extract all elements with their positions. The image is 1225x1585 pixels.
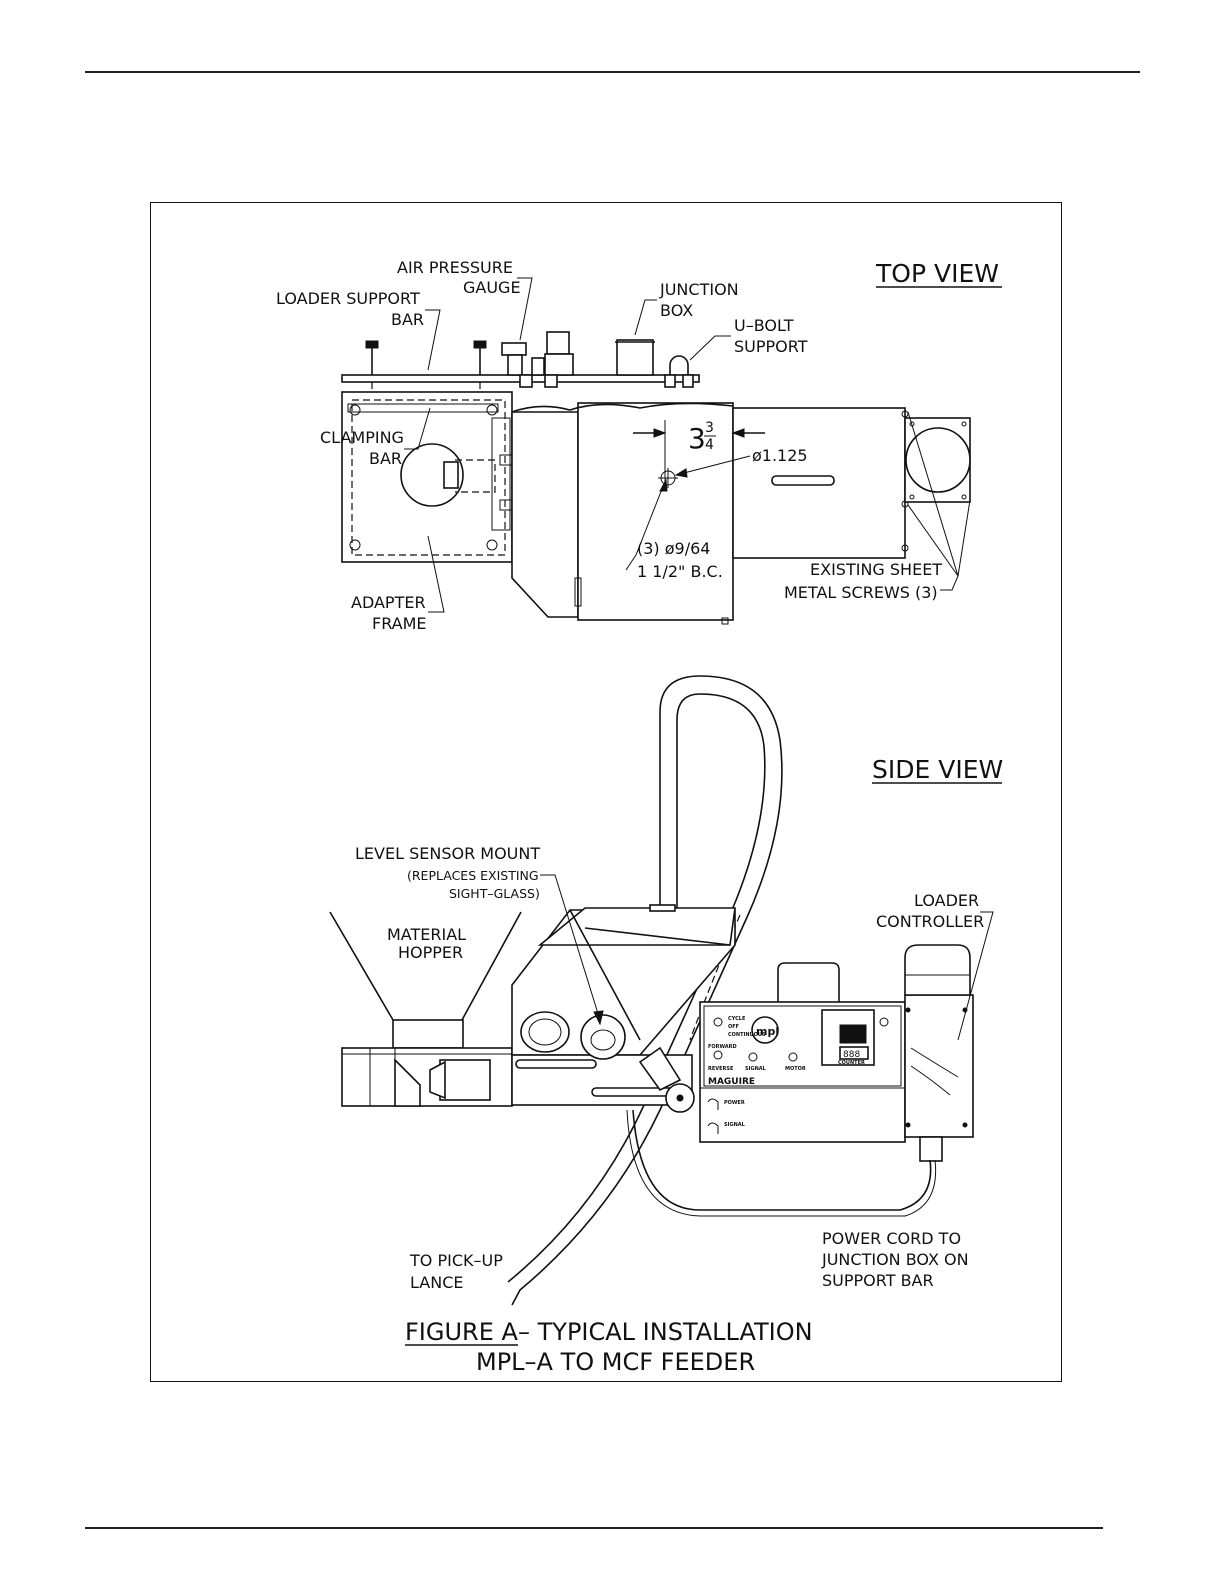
label-junction-box-on: JUNCTION BOX ON xyxy=(821,1250,969,1269)
panel-signal: SIGNAL xyxy=(745,1066,767,1072)
panel-cycle: CYCLE xyxy=(728,1016,746,1022)
label-lance: LANCE xyxy=(410,1273,463,1292)
counter-digits: 888 xyxy=(843,1050,860,1060)
figure-caption: FIGURE A – TYPICAL INSTALLATION MPL–A TO… xyxy=(405,1318,813,1376)
feeder-body-side xyxy=(511,904,736,1113)
label-frame: FRAME xyxy=(372,614,427,633)
panel-forward: FORWARD xyxy=(708,1044,737,1050)
label-junction: JUNCTION xyxy=(659,280,739,299)
label-loader-support: LOADER SUPPORT xyxy=(276,289,420,308)
panel-reverse: REVERSE xyxy=(708,1066,734,1072)
label-material: MATERIAL xyxy=(387,925,466,944)
footer-rule xyxy=(85,1527,1103,1529)
header-rule xyxy=(85,71,1140,73)
label-bar: BAR xyxy=(391,310,424,329)
dim-denominator: 4 xyxy=(705,437,714,453)
label-bolt-circle: 1 1/2" B.C. xyxy=(637,562,723,581)
label-controller: CONTROLLER xyxy=(876,912,984,931)
label-support: SUPPORT xyxy=(734,337,808,356)
u-bolt-support xyxy=(664,355,694,388)
label-existing-sheet: EXISTING SHEET xyxy=(810,560,942,579)
panel-signal-2: SIGNAL xyxy=(724,1122,746,1128)
panel-motor: MOTOR xyxy=(785,1066,806,1072)
dimension-3-3-4: 3 3 4 ø1.125 xyxy=(633,420,808,556)
caption-typical-installation: – TYPICAL INSTALLATION xyxy=(518,1318,813,1346)
label-hopper: HOPPER xyxy=(398,943,463,962)
dim-numerator: 3 xyxy=(705,420,714,436)
label-metal-screws: METAL SCREWS (3) xyxy=(784,583,938,602)
air-pressure-gauge xyxy=(501,331,574,388)
label-adapter: ADAPTER xyxy=(351,593,426,612)
junction-box xyxy=(615,339,655,376)
counter-label: COUNTER xyxy=(838,1060,865,1066)
label-gauge: GAUGE xyxy=(463,278,521,297)
label-sight-glass: SIGHT–GLASS) xyxy=(449,886,540,901)
figure-frame xyxy=(150,202,1062,1382)
label-pick-up: TO PICK–UP xyxy=(409,1251,503,1270)
label-power-cord: POWER CORD TO xyxy=(822,1229,961,1248)
label-level-sensor: LEVEL SENSOR MOUNT xyxy=(355,844,540,863)
label-replaces: (REPLACES EXISTING xyxy=(407,868,539,883)
panel-continuous: CONTINUOUS xyxy=(728,1032,766,1038)
label-box: BOX xyxy=(660,301,693,320)
label-support-bar: SUPPORT BAR xyxy=(822,1271,934,1290)
label-holes: (3) ø9/64 xyxy=(637,539,710,558)
top-view-title: TOP VIEW xyxy=(875,259,999,288)
loader-controller: mpl 888 COUNTER CYCLE OFF CONTINUOUS FOR… xyxy=(699,944,974,1162)
label-loader: LOADER xyxy=(914,891,979,910)
caption-line-2: MPL–A TO MCF FEEDER xyxy=(476,1348,755,1376)
label-clamping: CLAMPING xyxy=(320,428,404,447)
panel-brand: MAGUIRE xyxy=(708,1077,755,1087)
dim-whole: 3 xyxy=(688,422,706,455)
material-hopper xyxy=(329,911,522,1107)
panel-off: OFF xyxy=(728,1024,739,1030)
label-clamping-bar: BAR xyxy=(369,449,402,468)
diameter-label: ø1.125 xyxy=(752,446,808,465)
caption-figure-a: FIGURE A xyxy=(405,1318,519,1346)
panel-power: POWER xyxy=(724,1100,745,1106)
label-u-bolt: U–BOLT xyxy=(734,316,794,335)
top-view: TOP VIEW xyxy=(276,258,1002,633)
power-cord xyxy=(632,1109,932,1211)
feeder-body-top xyxy=(499,402,971,625)
adapter-frame xyxy=(341,391,513,563)
side-view-title: SIDE VIEW xyxy=(872,755,1003,784)
side-view: SIDE VIEW xyxy=(329,675,1003,1306)
label-air-pressure: AIR PRESSURE xyxy=(397,258,513,277)
panel-logo: mpl xyxy=(756,1025,779,1038)
